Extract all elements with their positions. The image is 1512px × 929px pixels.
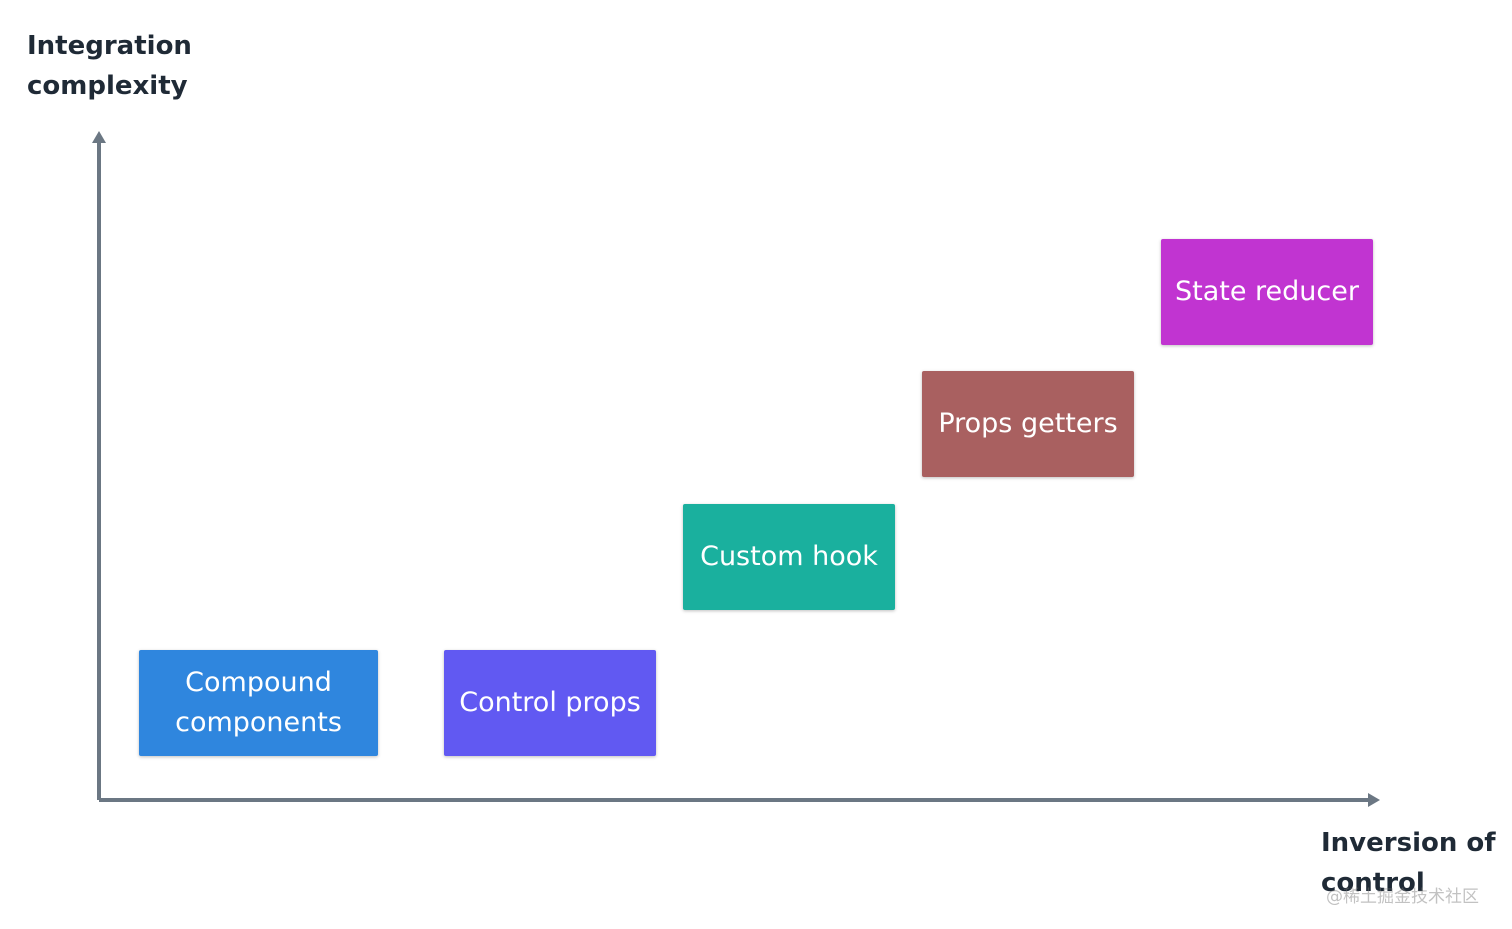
y-axis-label-line-1: Integration bbox=[27, 31, 192, 61]
box-control-props: Control props bbox=[444, 650, 656, 756]
box-compound-line-2: components bbox=[175, 707, 342, 738]
box-compound-line-1: Compound bbox=[185, 667, 332, 698]
watermark: @稀土掘金技术社区 bbox=[1326, 887, 1479, 907]
box-control-label: Control props bbox=[459, 687, 641, 718]
x-axis-label-line-1: Inversion of bbox=[1321, 828, 1496, 858]
x-axis-arrowhead bbox=[1368, 793, 1380, 807]
box-props-getters: Props getters bbox=[922, 371, 1134, 477]
box-reducer-label: State reducer bbox=[1175, 276, 1359, 307]
x-axis-label: Inversion of control bbox=[1321, 823, 1496, 903]
box-compound-components: Compound components bbox=[139, 650, 378, 756]
box-getters-label: Props getters bbox=[938, 408, 1118, 439]
y-axis-label-line-2: complexity bbox=[27, 71, 188, 101]
y-axis-label: Integration complexity bbox=[27, 26, 192, 106]
box-hook-label: Custom hook bbox=[700, 541, 878, 572]
y-axis-arrowhead bbox=[92, 131, 106, 143]
box-state-reducer: State reducer bbox=[1161, 239, 1373, 345]
box-custom-hook: Custom hook bbox=[683, 504, 895, 610]
x-axis-label-line-2: control bbox=[1321, 868, 1425, 898]
